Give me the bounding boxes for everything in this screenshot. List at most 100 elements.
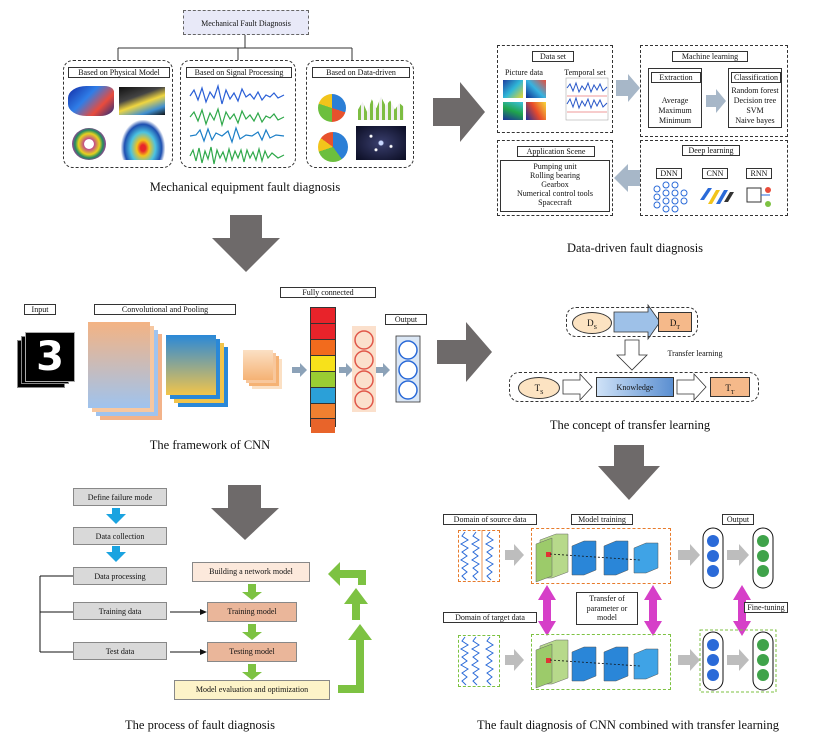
caption-cnn: The framework of CNN (149, 438, 271, 452)
group-label-data-driven: Based on Data-driven (312, 67, 410, 78)
picture-thumb-2 (526, 80, 546, 98)
conv-layer-3 (243, 350, 273, 380)
tl-output-label: Output (722, 514, 754, 525)
caption-transfer: The concept of transfer learning (549, 418, 711, 432)
process-define-failure: Define failure mode (73, 488, 167, 506)
group-label-signal: Based on Signal Processing (186, 67, 292, 78)
classification-item-dt: Decision tree (733, 96, 777, 105)
process-data-processing: Data processing (73, 567, 167, 585)
app-item-gearbox: Gearbox (541, 180, 569, 189)
process-testing-model: Testing model (207, 642, 297, 662)
tt-sub: T (730, 389, 735, 396)
transfer-task-group (509, 372, 759, 402)
deep-learning-panel (640, 140, 788, 216)
tl-source-label: Domain of source data (443, 514, 537, 525)
dl-rnn: RNN (746, 168, 772, 179)
dl-dnn: DNN (656, 168, 682, 179)
pie-chart-1 (318, 94, 346, 122)
picture-thumb-1 (503, 80, 523, 98)
classification-item-rf: Random forest (731, 86, 779, 95)
process-test-data: Test data (73, 642, 167, 660)
model-training-target-box (531, 634, 671, 690)
fc-hidden-layer (352, 326, 376, 412)
ts-ellipse: TS (518, 377, 560, 399)
tl-transfer-param-label: Transfer of parameter or model (576, 592, 638, 625)
group-physical-model (63, 60, 173, 168)
dataset-title: Data set (532, 51, 574, 62)
transfer-domain-group (566, 307, 698, 337)
tl-finetune-label: Fine-tuning (744, 602, 788, 613)
dl-cnn: CNN (702, 168, 728, 179)
caption-process: The process of fault diagnosis (125, 718, 275, 732)
fc-cell (311, 419, 335, 433)
classification-box (728, 68, 782, 128)
process-training-model: Training model (207, 602, 297, 622)
big-arrow-right-2 (437, 322, 492, 382)
picture-thumb-3 (503, 102, 523, 120)
source-data-box (458, 530, 500, 582)
fc-cell (311, 340, 335, 356)
big-arrow-down-1 (212, 215, 280, 272)
ts-main: T (534, 383, 541, 393)
input-digit-image: 3 (25, 332, 75, 382)
big-arrow-right-1 (433, 82, 485, 142)
big-arrow-down-3 (211, 485, 279, 540)
classification-title: Classification (731, 72, 781, 83)
extraction-item-maximum: Maximum (658, 106, 692, 115)
extraction-item-average: Average (661, 96, 689, 105)
group-label-physical: Based on Physical Model (68, 67, 170, 78)
fc-bar (310, 307, 336, 433)
physical-model-image-4 (121, 120, 165, 160)
extraction-title: Extraction (651, 72, 701, 83)
ts-sub: S (540, 389, 544, 396)
temporal-set-label: Temporal set (564, 68, 606, 77)
pie-chart-2 (318, 132, 348, 162)
classification-item-svm: SVM (746, 106, 764, 115)
target-data-box (458, 635, 500, 687)
process-model-evaluation: Model evaluation and optimization (174, 680, 330, 700)
dataset-panel (497, 45, 613, 133)
tl-model-training-label: Model training (571, 514, 633, 525)
ds-sub: S (593, 324, 597, 331)
fc-cell (311, 388, 335, 404)
picture-data-label: Picture data (505, 68, 543, 77)
knowledge-box: Knowledge (596, 377, 674, 397)
fc-cell (311, 308, 335, 324)
app-item-pumping: Pumping unit (533, 162, 577, 171)
deep-learning-title: Deep learning (682, 145, 740, 156)
model-training-source-box (531, 528, 671, 584)
transfer-learning-label: Transfer learning (667, 349, 723, 358)
big-arrow-down-2 (598, 445, 660, 500)
dt-main: D (669, 318, 677, 328)
cnn-output-label: Output (385, 314, 427, 325)
tl-target-label: Domain of target data (443, 612, 537, 623)
group-data-driven (306, 60, 414, 168)
fc-cell (311, 324, 335, 340)
dt-box: DT (658, 312, 692, 332)
scatter-dark-image (356, 126, 406, 160)
process-data-collection: Data collection (73, 527, 167, 545)
tt-main: T (725, 383, 731, 393)
machine-learning-panel (640, 45, 788, 137)
application-scene-list (500, 160, 610, 212)
application-scene-title: Application Scene (517, 146, 595, 157)
cnn-fc-label: Fully connected (280, 287, 376, 298)
physical-model-image-2 (119, 87, 165, 115)
cnn-conv-label: Convolutional and Pooling (94, 304, 236, 315)
caption-data-driven: Data-driven fault diagnosis (566, 241, 704, 255)
process-training-data: Training data (73, 602, 167, 620)
cnn-input-label: Input (24, 304, 56, 315)
extraction-box (648, 68, 702, 128)
ds-ellipse: DS (572, 312, 612, 334)
application-scene-panel (497, 140, 613, 216)
group-signal-processing (180, 60, 296, 168)
caption-mechanical: Mechanical equipment fault diagnosis (149, 180, 341, 194)
tt-box: TT (710, 377, 750, 397)
machine-learning-title: Machine learning (672, 51, 748, 62)
physical-model-image-1 (68, 86, 114, 116)
classification-item-nb: Naive bayes (735, 116, 775, 125)
app-item-spacecraft: Spacecraft (538, 198, 572, 207)
process-build-network: Building a network model (192, 562, 310, 582)
extraction-item-minimum: Minimum (658, 116, 691, 125)
